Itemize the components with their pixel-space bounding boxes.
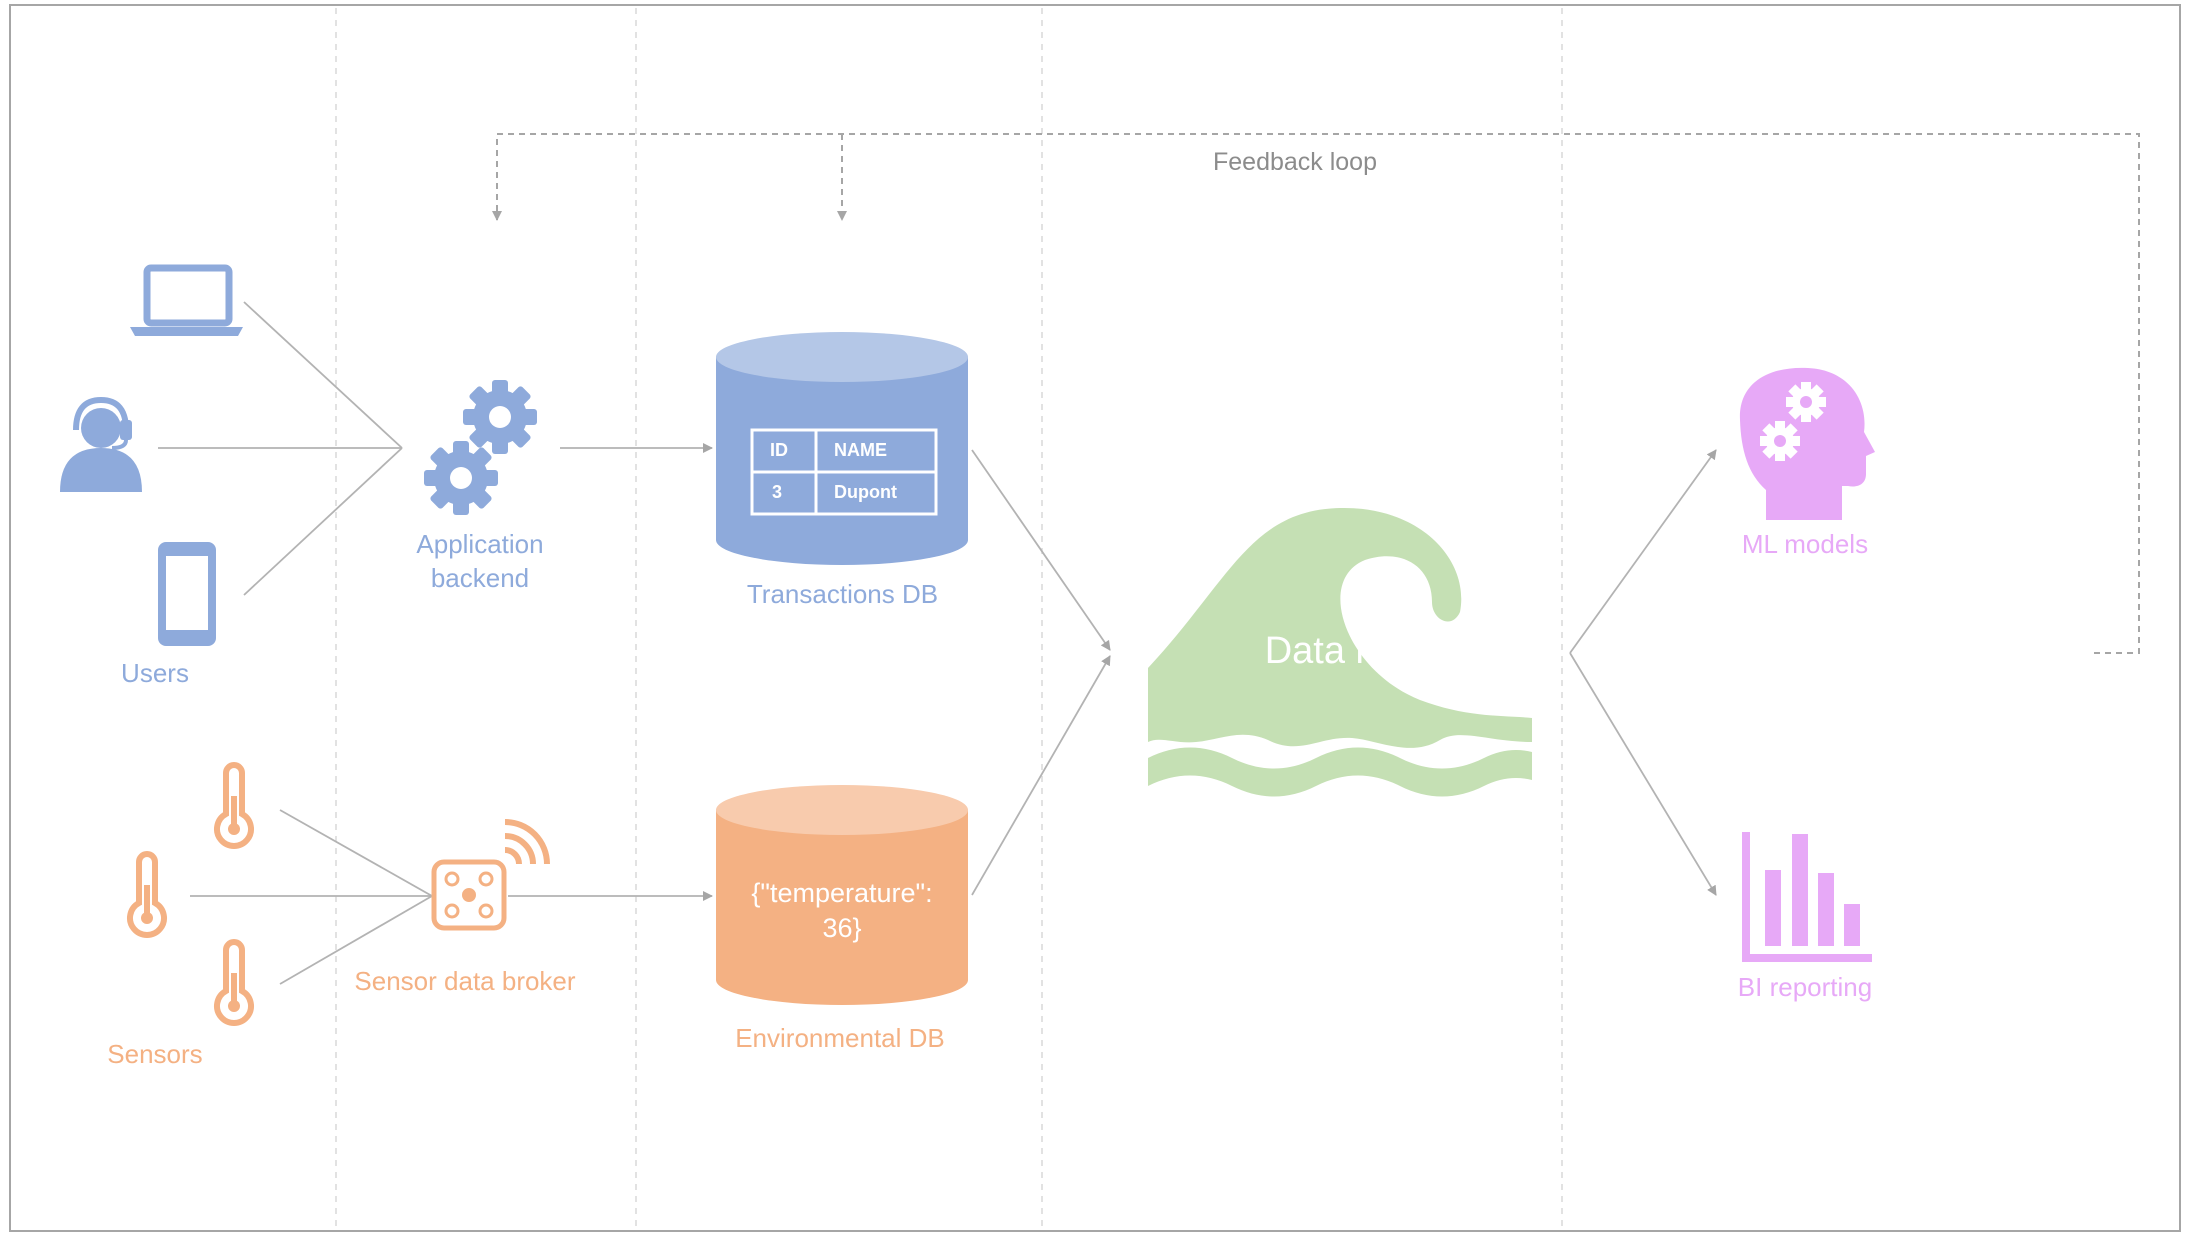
laptop-icon (130, 264, 243, 336)
data-lake-wave-icon (1148, 507, 1532, 797)
sensor-broker-label: Sensor data broker (354, 966, 576, 996)
ml-head-icon (1739, 367, 1875, 520)
environmental-db-content: {"temperature": 36} (751, 878, 933, 944)
environmental-db-label: Environmental DB (735, 1023, 945, 1053)
data-lake-label: Data lake (1264, 630, 1426, 672)
sensor-broker-icon (431, 819, 550, 931)
transactions-db-cylinder (716, 332, 968, 565)
feedback-loop-path (492, 133, 2140, 654)
connector-lines (158, 301, 1717, 985)
bar-chart-icon (1742, 832, 1872, 962)
users-label: Users (121, 658, 189, 688)
bi-reporting-label: BI reporting (1737, 972, 1873, 1002)
gears-icon (424, 380, 537, 515)
table-header-id: ID (770, 440, 788, 460)
table-cell-id: 3 (772, 482, 783, 502)
app-backend-label: Application backend (416, 529, 544, 593)
transactions-db-label: Transactions DB (746, 579, 939, 609)
ml-models-label: ML models (1741, 529, 1869, 559)
record-table (750, 428, 938, 516)
phone-icon (158, 542, 216, 646)
slide-frame (9, 4, 2181, 1232)
headset-user-icon (60, 396, 142, 492)
feedback-loop-label: Feedback loop (1212, 148, 1377, 176)
table-header-name: NAME (834, 440, 887, 460)
thermometer-icon (127, 851, 167, 938)
thermometer-icon (214, 762, 254, 849)
environmental-db-cylinder (716, 785, 968, 1005)
table-cell-name: Dupont (834, 482, 897, 502)
sensors-label: Sensors (107, 1039, 203, 1069)
thermometer-icon (214, 939, 254, 1026)
